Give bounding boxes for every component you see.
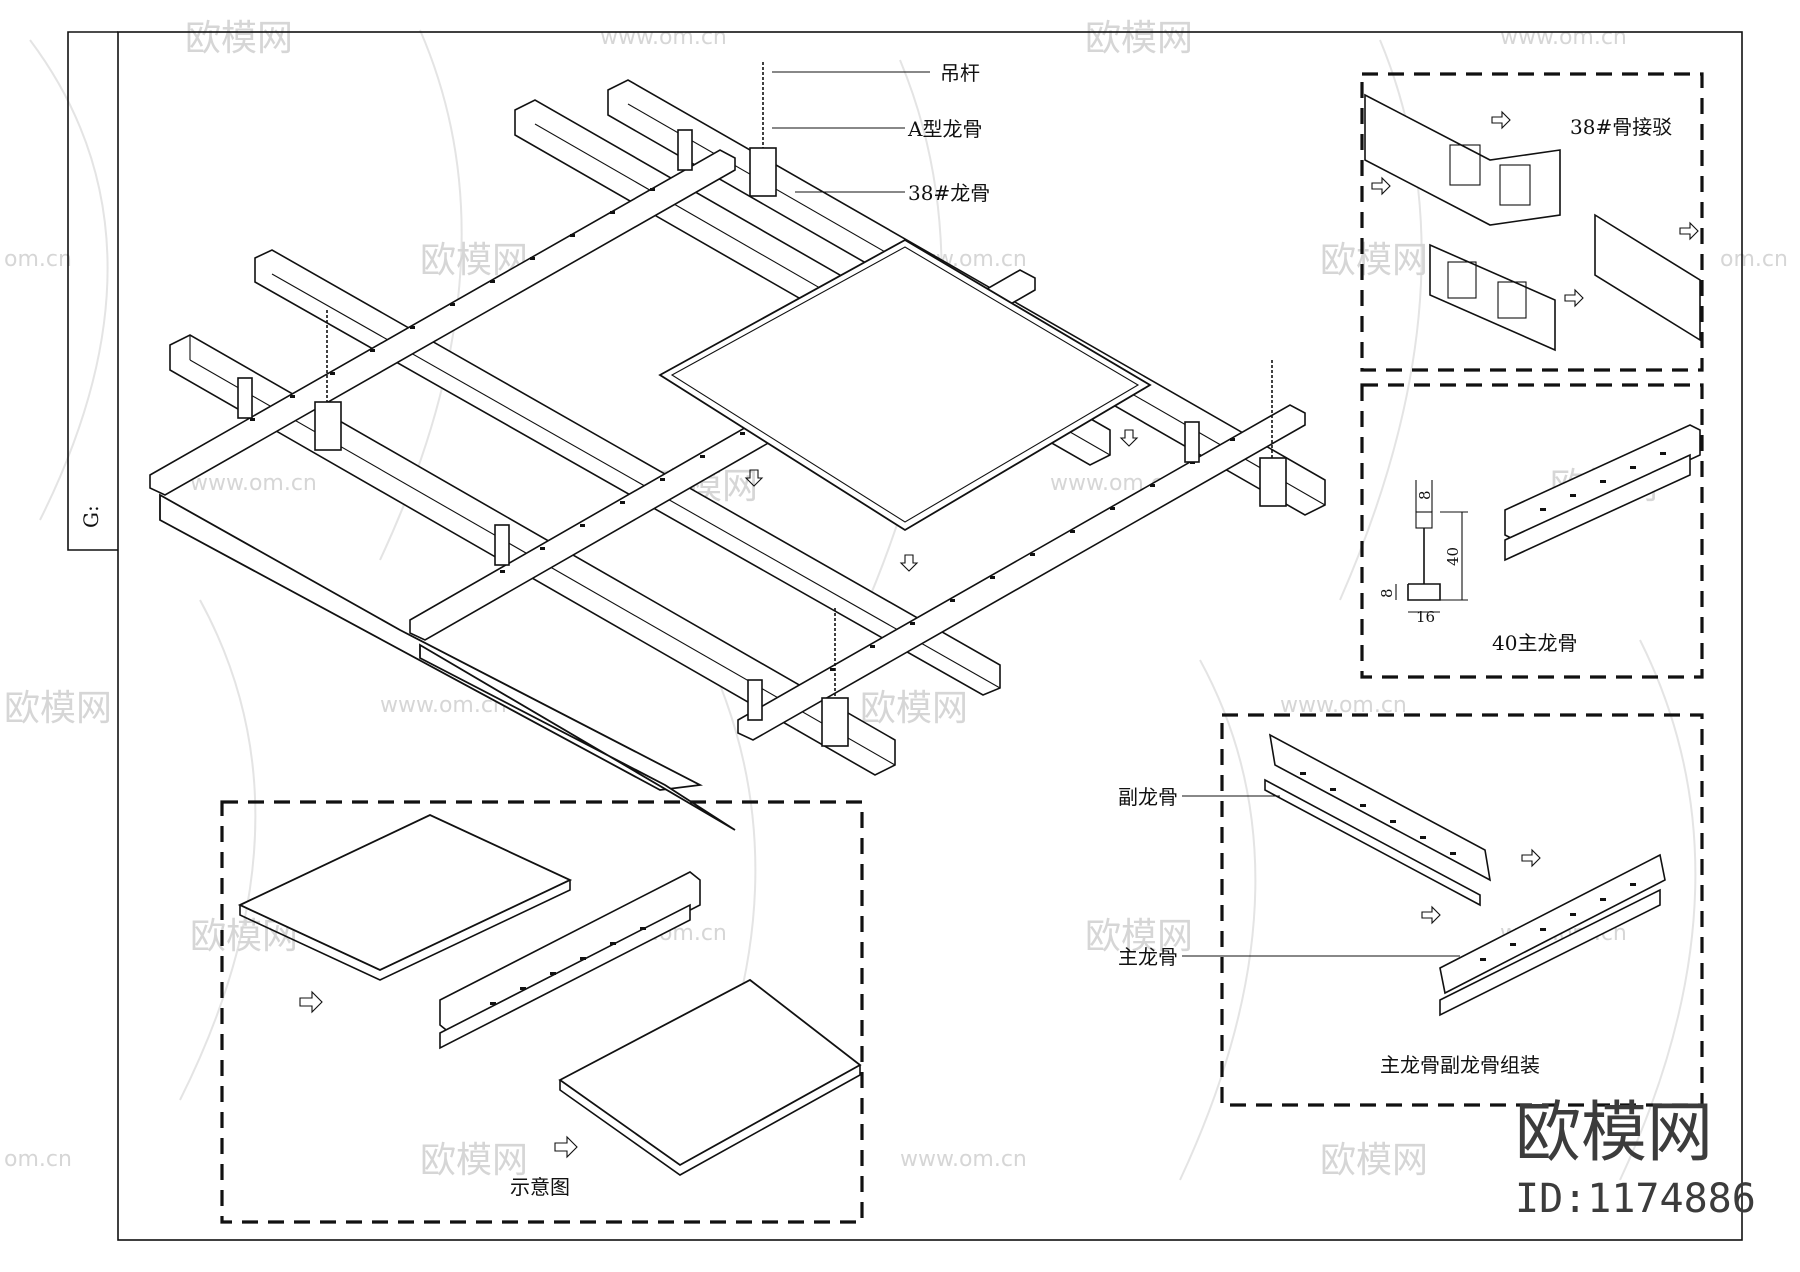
side-code: G: xyxy=(79,505,103,528)
schematic-main-keel xyxy=(439,871,701,1034)
secondary-keel-iso-flange xyxy=(1264,778,1481,907)
section-bottom-flange xyxy=(1407,583,1441,601)
hanger-clips xyxy=(237,129,1287,747)
watermark-url: www.om.cn xyxy=(600,25,727,50)
watermark-brand: 欧模网 xyxy=(185,18,293,59)
label-hanger-rod: 吊杆 xyxy=(940,61,980,85)
ceiling-panel-lower-left xyxy=(159,493,703,791)
detail-assembly: 副龙骨 主龙骨 主龙骨副龙骨组装 xyxy=(1118,713,1704,1107)
watermark-url-short: om.cn xyxy=(4,247,72,272)
watermark-url-short: om.cn xyxy=(4,1147,72,1172)
main-keel-40-iso-flange xyxy=(1504,453,1691,562)
detail-main-keel-40: 8 40 8 16 40主龙骨 xyxy=(1360,383,1704,679)
main-ceiling-assembly: 吊杆 A型龙骨 38#龙骨 xyxy=(149,61,1326,831)
ceiling-panel-raised xyxy=(658,238,1152,532)
dim-width: 16 xyxy=(1416,608,1435,626)
section-top-bulb xyxy=(1415,511,1433,529)
watermark-brand: 欧模网 xyxy=(1085,18,1193,59)
watermark-brand: 欧模网 xyxy=(1320,1140,1428,1181)
schematic-title: 示意图 xyxy=(510,1175,570,1199)
label-secondary: 副龙骨 xyxy=(1118,785,1178,809)
label-a-type-keel: A型龙骨 xyxy=(907,117,982,141)
primary-keel-iso xyxy=(1439,853,1666,995)
ceiling-panel-lower xyxy=(419,643,736,831)
schematic-main-keel-flange xyxy=(439,903,691,1050)
perforation-marks xyxy=(490,927,646,1005)
splice-arrow xyxy=(1564,288,1584,308)
assembly-title: 主龙骨副龙骨组装 xyxy=(1380,1053,1540,1077)
main-keel-40-title: 40主龙骨 xyxy=(1492,631,1577,655)
splice-keel-upper xyxy=(1364,93,1561,226)
detail-schematic: 示意图 xyxy=(220,800,864,1224)
watermark-brand: 欧模网 xyxy=(1085,916,1193,957)
perforation-marks xyxy=(1300,772,1636,961)
detail-splice: 38#骨接驳 xyxy=(1360,72,1704,372)
splice-title: 38#骨接驳 xyxy=(1570,115,1672,139)
primary-keel-iso-flange xyxy=(1439,888,1661,1017)
secondary-keel-iso xyxy=(1268,733,1492,882)
assembly-arrow xyxy=(1421,905,1441,925)
splice-arrow xyxy=(1371,176,1391,196)
watermark-brand: 欧模网 xyxy=(860,688,968,729)
schematic-panel-lower xyxy=(558,978,862,1167)
dim-height: 40 xyxy=(1444,547,1462,566)
watermark-url: www.om.cn xyxy=(1500,25,1627,50)
schematic-arrow xyxy=(299,990,323,1014)
perforation-marks xyxy=(1540,452,1666,511)
source-stamp: 欧模网 ID:1174886 xyxy=(1515,1094,1756,1222)
watermark-brand: 欧模网 xyxy=(1320,240,1428,281)
assembly-arrow xyxy=(1521,848,1541,868)
dim-top: 8 xyxy=(1416,490,1434,500)
dim-bottom: 8 xyxy=(1378,588,1396,598)
stamp-id: ID:1174886 xyxy=(1515,1176,1756,1222)
watermark-brand: 欧模网 xyxy=(420,1140,528,1181)
watermark-url: www.om.cn xyxy=(190,471,317,496)
direction-arrows xyxy=(744,429,1139,572)
cross-tee-3 xyxy=(737,404,1306,741)
drawing-frame: G: xyxy=(67,31,1743,1241)
watermark-url-short: om.cn xyxy=(1720,247,1788,272)
splice-arrow xyxy=(1491,110,1511,130)
label-keel-38: 38#龙骨 xyxy=(908,181,990,205)
schematic-arrow xyxy=(554,1135,578,1159)
splice-keel-right xyxy=(1594,213,1701,342)
stamp-brand: 欧模网 xyxy=(1515,1094,1713,1171)
watermark-url: www.om.cn xyxy=(900,1147,1027,1172)
watermark-url: www.om.cn xyxy=(380,693,507,718)
hanger-rods xyxy=(326,62,1273,700)
cross-tee-1 xyxy=(149,149,736,496)
splice-arrow xyxy=(1679,221,1699,241)
label-primary: 主龙骨 xyxy=(1118,945,1178,969)
watermark-brand: 欧模网 xyxy=(4,688,112,729)
